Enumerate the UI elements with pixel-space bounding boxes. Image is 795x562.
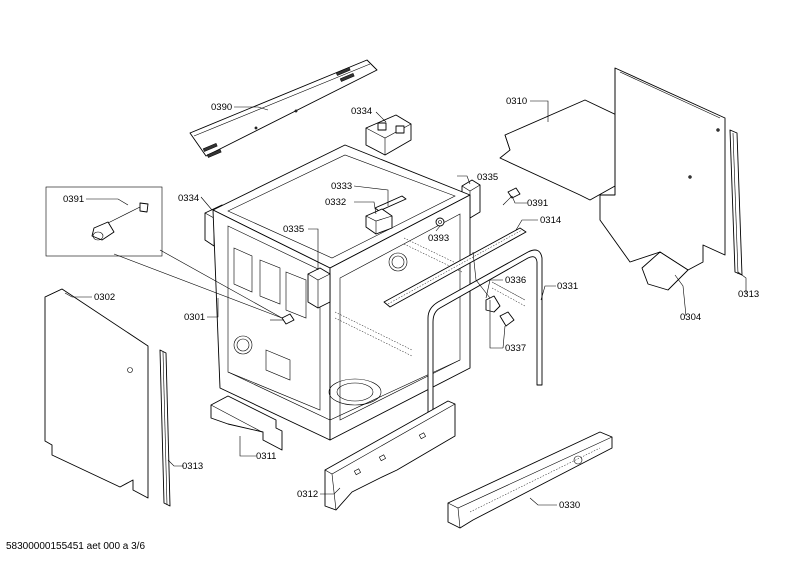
part-0314-rail xyxy=(383,227,527,308)
part-0312-kickplate xyxy=(324,400,456,511)
part-0311-base xyxy=(210,395,283,451)
label-0310: 0310 xyxy=(506,96,527,107)
label-0391-right: 0391 xyxy=(527,198,548,209)
part-0336-0337 xyxy=(485,281,526,327)
part-0333-0332-lock xyxy=(365,195,407,235)
label-0332: 0332 xyxy=(325,197,346,208)
label-0301: 0301 xyxy=(184,312,205,323)
part-0334-bracket-right xyxy=(365,114,412,156)
part-labels: 0390 0334 0333 0332 0334 0335 0391 0391 … xyxy=(63,96,759,511)
part-0391-inset-box xyxy=(45,186,295,325)
label-0313-left: 0313 xyxy=(182,461,203,472)
label-0304: 0304 xyxy=(680,312,701,323)
label-0311: 0311 xyxy=(256,451,276,462)
part-0391-screw-right xyxy=(502,187,521,206)
document-id-footer: 58300000155451 aet 000 a 3/6 xyxy=(6,541,146,552)
label-0302: 0302 xyxy=(94,292,115,303)
part-0331-door-gasket xyxy=(427,249,543,449)
part-0393 xyxy=(435,217,445,227)
label-0330: 0330 xyxy=(559,500,580,511)
label-0313-right: 0313 xyxy=(738,289,759,300)
part-0301-tub xyxy=(212,144,471,441)
part-0390-top-cover xyxy=(189,59,378,158)
label-0336: 0336 xyxy=(505,275,526,286)
part-0313-strip-left xyxy=(159,349,171,507)
part-0313-strip-right xyxy=(729,129,743,276)
label-0334-left: 0334 xyxy=(178,193,199,204)
leader-lines xyxy=(64,100,747,506)
label-0390: 0390 xyxy=(211,102,232,113)
label-0337: 0337 xyxy=(505,343,526,354)
label-0333: 0333 xyxy=(331,181,352,192)
label-0335-right: 0335 xyxy=(477,172,498,183)
label-0334-right: 0334 xyxy=(351,106,372,117)
label-0314: 0314 xyxy=(540,215,561,226)
part-0330-base-tray xyxy=(447,431,613,529)
label-0312: 0312 xyxy=(297,489,318,500)
label-0331: 0331 xyxy=(557,281,578,292)
part-0304-side-panel xyxy=(599,67,726,291)
label-0393: 0393 xyxy=(428,233,449,244)
label-0391-left: 0391 xyxy=(63,194,84,205)
part-0335-hinge-middle xyxy=(307,267,331,309)
label-0335-middle: 0335 xyxy=(283,224,304,235)
part-0302-front-panel xyxy=(44,288,149,499)
